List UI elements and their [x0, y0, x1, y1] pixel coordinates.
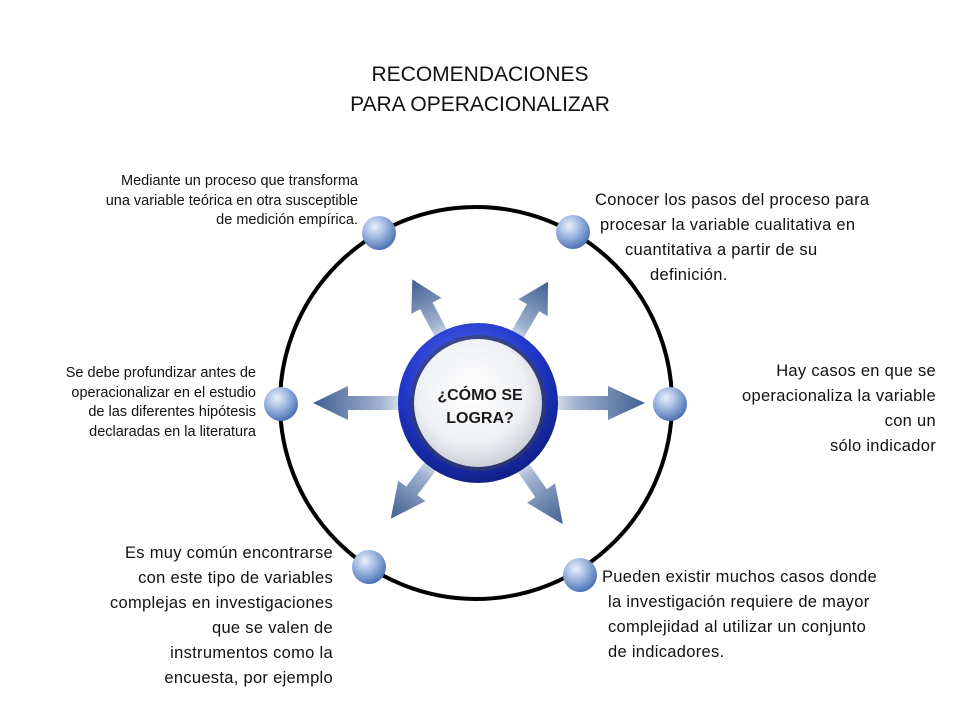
note-line: con un	[884, 412, 936, 430]
node-top-left	[362, 216, 396, 250]
note-line: operacionaliza la variable	[742, 387, 936, 405]
title-line-2: PARA OPERACIONALIZAR	[350, 93, 610, 116]
note-line: definición.	[650, 266, 728, 284]
note-line: instrumentos como la	[170, 644, 333, 662]
node-mid-right	[653, 387, 687, 421]
note-line: de indicadores.	[608, 643, 725, 661]
diagram-title: RECOMENDACIONES PARA OPERACIONALIZAR	[280, 60, 680, 120]
title-line-1: RECOMENDACIONES	[371, 63, 589, 86]
note-line: procesar la variable cualitativa en	[600, 216, 856, 234]
note-line: Pueden existir muchos casos donde	[602, 568, 877, 586]
note-line: Conocer los pasos del proceso para	[595, 191, 870, 209]
note-line: de las diferentes hipótesis	[88, 404, 256, 420]
note-line: cuantitativa a partir de su	[625, 241, 818, 259]
center-line-1: ¿CÓMO SE	[437, 387, 523, 404]
note-mid-left: Se debe profundizar antes de operacional…	[0, 364, 256, 442]
note-line: sólo indicador	[829, 437, 936, 455]
arrow-left	[313, 386, 416, 420]
note-line: encuesta, por ejemplo	[164, 669, 333, 687]
note-line: Es muy común encontrarse	[124, 544, 333, 562]
note-line: complejidad al utilizar un conjunto	[608, 618, 867, 636]
note-line: una variable teórica en otra susceptible	[105, 192, 358, 209]
node-bottom-right	[563, 558, 597, 592]
node-mid-left	[264, 387, 298, 421]
center-line-2: LOGRA?	[446, 410, 514, 427]
arrow-right	[540, 386, 645, 420]
note-line: Se debe profundizar antes de	[65, 365, 256, 381]
note-line: complejas en investigaciones	[109, 594, 333, 612]
note-bottom-left: Es muy común encontrarse con este tipo d…	[20, 541, 333, 691]
note-mid-right: Hay casos en que se operacionaliza la va…	[650, 359, 936, 459]
node-bottom-left	[352, 550, 386, 584]
note-line: la investigación requiere de mayor	[608, 593, 870, 611]
note-top-right: Conocer los pasos del proceso para proce…	[580, 188, 950, 288]
note-line: de medición empírica.	[216, 212, 358, 228]
node-top-right	[556, 215, 590, 249]
note-line: declaradas en la literatura	[89, 423, 256, 440]
note-line: que se valen de	[211, 619, 333, 637]
hub-inner-disc	[414, 339, 542, 467]
note-bottom-right: Pueden existir muchos casos donde la inv…	[596, 565, 956, 665]
center-question: ¿CÓMO SE LOGRA?	[411, 384, 549, 430]
note-line: operacionalizar en el estudio	[71, 384, 256, 401]
note-top-left: Mediante un proceso que transforma una v…	[20, 172, 358, 231]
note-line: Mediante un proceso que transforma	[121, 173, 358, 189]
note-line: con este tipo de variables	[138, 569, 333, 587]
note-line: Hay casos en que se	[776, 362, 936, 380]
